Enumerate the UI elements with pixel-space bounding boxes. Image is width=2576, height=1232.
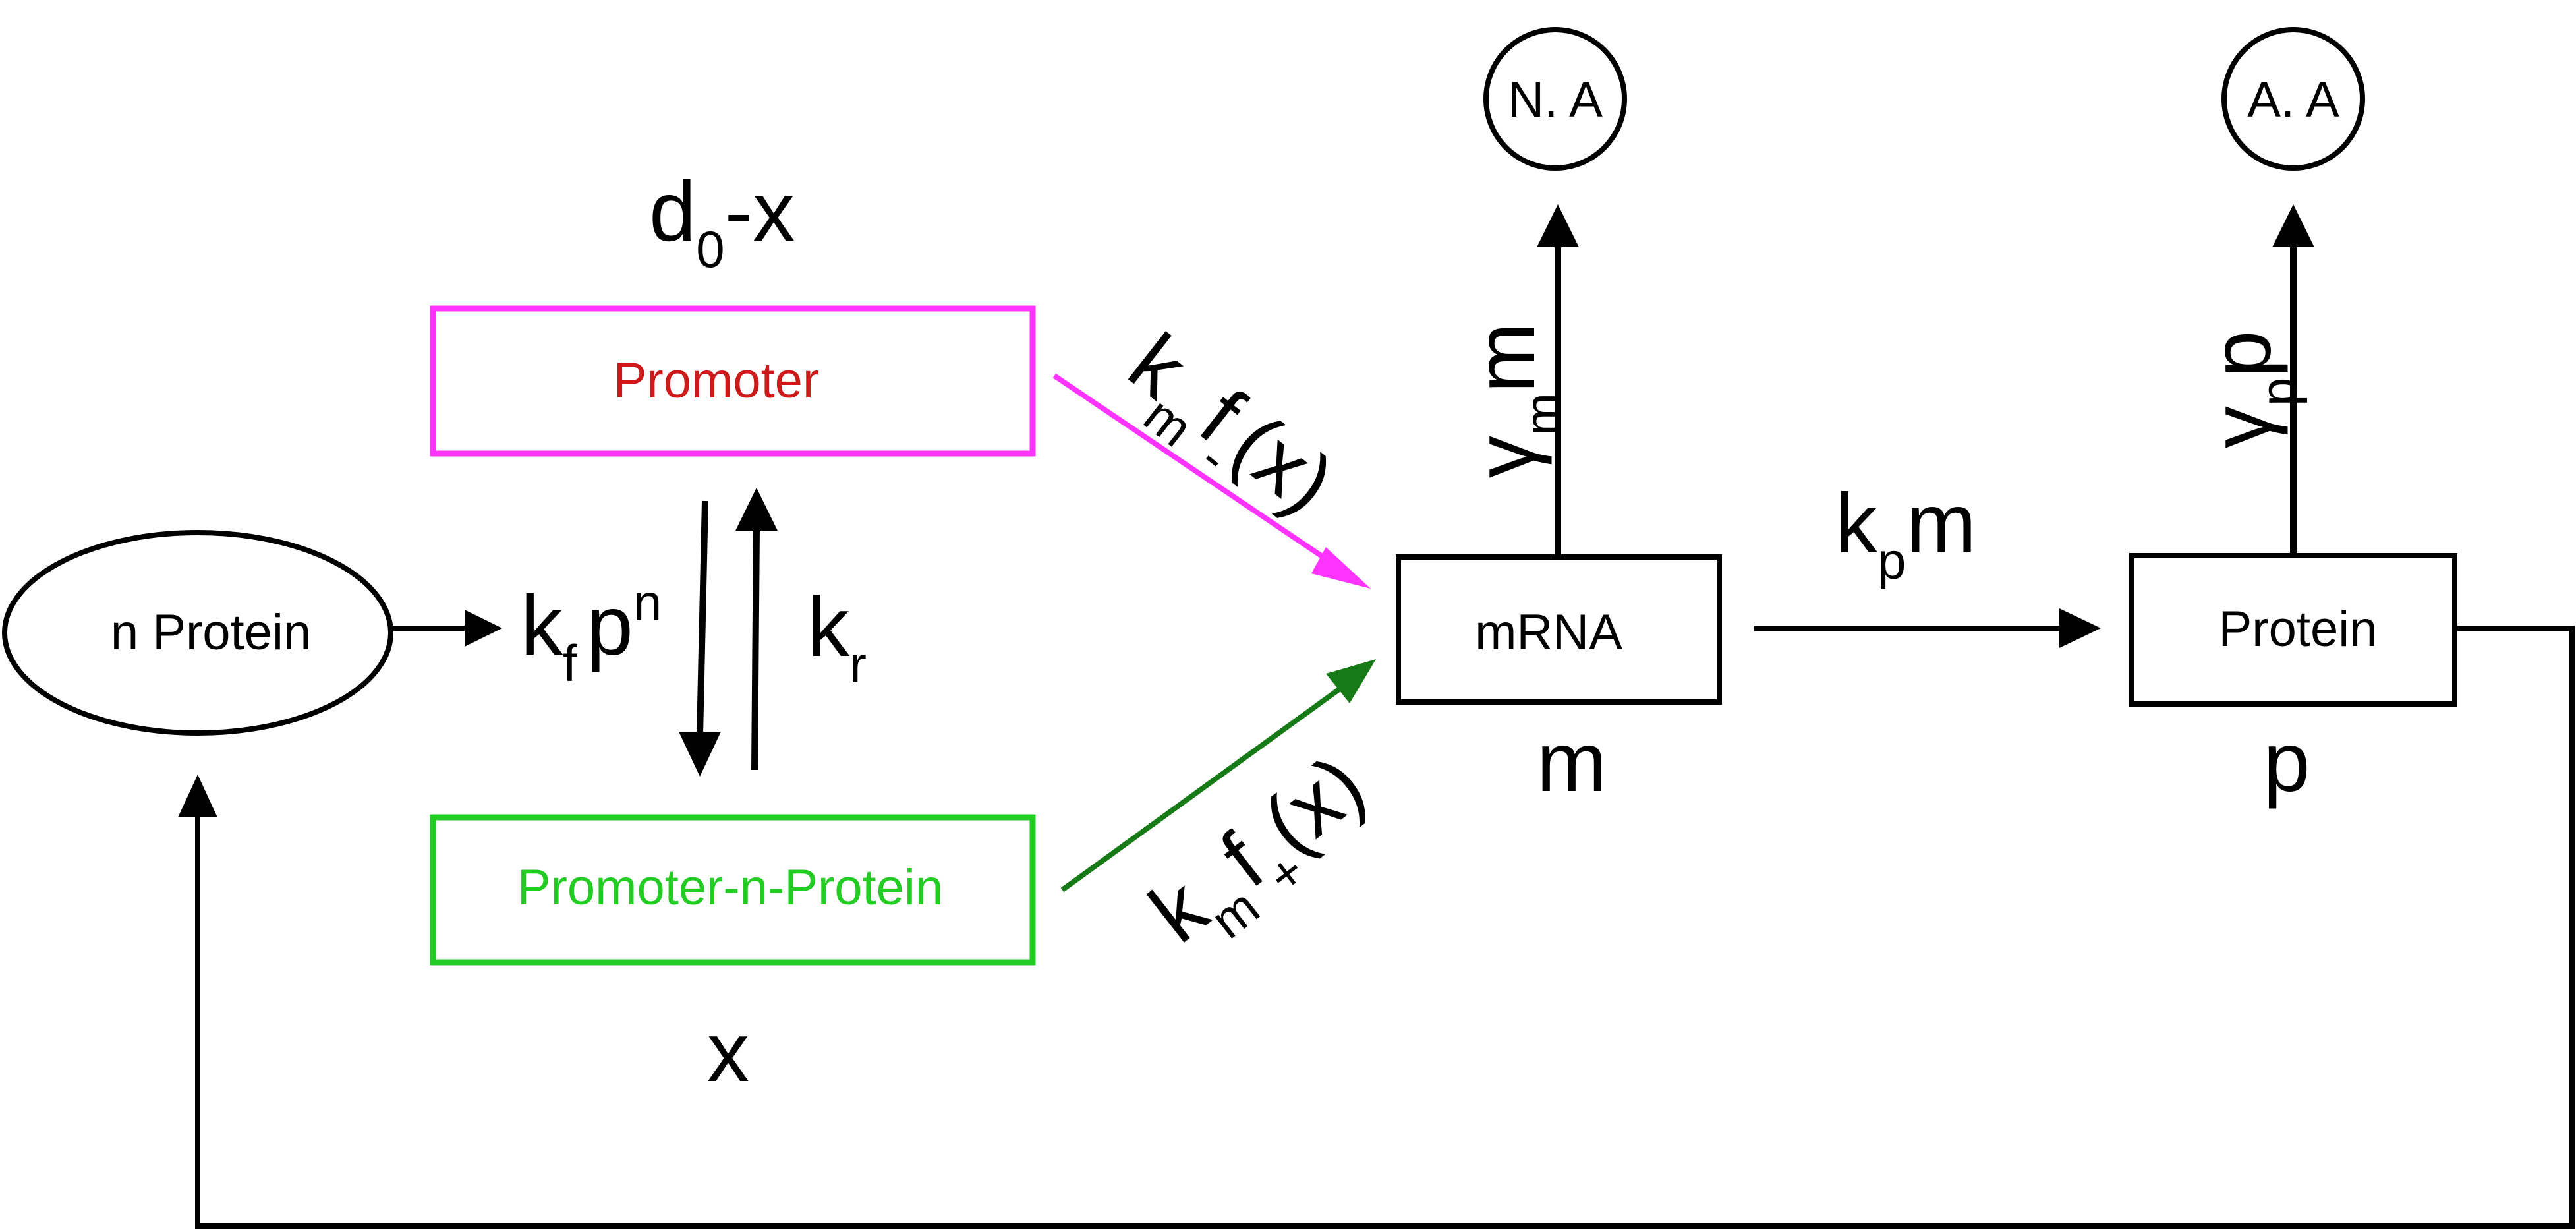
translation-arrowhead bbox=[2059, 608, 2101, 648]
km-f-plus-label: kmf+(x) bbox=[1133, 737, 1393, 976]
gamma-p-label: γpp bbox=[2194, 330, 2308, 448]
promoter-n-protein-label: Promoter-n-Protein bbox=[517, 860, 943, 916]
mrna-degradation-arrowhead bbox=[1537, 204, 1579, 247]
d0x-label: d0-x bbox=[649, 165, 795, 278]
kr-label: kr bbox=[807, 580, 867, 693]
na-label: N. A bbox=[1508, 72, 1603, 128]
mrna-box bbox=[1396, 554, 1722, 705]
p-label: p bbox=[2263, 715, 2310, 809]
km-f-minus-label: kmf-(x) bbox=[1101, 316, 1351, 546]
promoter-label: Promoter bbox=[614, 353, 820, 409]
x-label: x bbox=[707, 1005, 749, 1100]
feedback-loop-arrowhead bbox=[178, 775, 217, 817]
reverse-unbinding-arrowhead bbox=[735, 488, 778, 531]
transcription-arrow-bound bbox=[1060, 683, 1346, 893]
transcription-arrowhead-bound bbox=[1326, 659, 1376, 703]
mrna-label: mRNA bbox=[1475, 604, 1622, 660]
binding-arrow-head bbox=[465, 610, 502, 647]
forward-binding-arrowhead bbox=[679, 732, 721, 777]
na-node bbox=[1483, 27, 1627, 171]
protein-degradation-arrowhead bbox=[2272, 204, 2314, 247]
promoter-n-protein-box bbox=[430, 814, 1036, 966]
promoter-box bbox=[430, 305, 1036, 457]
m-label: m bbox=[1537, 715, 1607, 809]
kpm-label: kpm bbox=[1835, 477, 1976, 590]
reverse-unbinding-arrow bbox=[751, 527, 760, 771]
n-protein-label: n Protein bbox=[111, 604, 311, 660]
protein-label: Protein bbox=[2219, 601, 2378, 657]
gamma-m-label: γmm bbox=[1458, 322, 1572, 478]
n-protein-node bbox=[2, 530, 393, 736]
transcription-arrow-unbound bbox=[1052, 373, 1340, 570]
forward-binding-arrow bbox=[697, 500, 708, 736]
aa-node bbox=[2221, 27, 2365, 171]
aa-label: A. A bbox=[2247, 72, 2339, 128]
transcription-arrowhead-unbound bbox=[1311, 547, 1371, 589]
feedback-loop-line bbox=[195, 626, 2575, 1229]
